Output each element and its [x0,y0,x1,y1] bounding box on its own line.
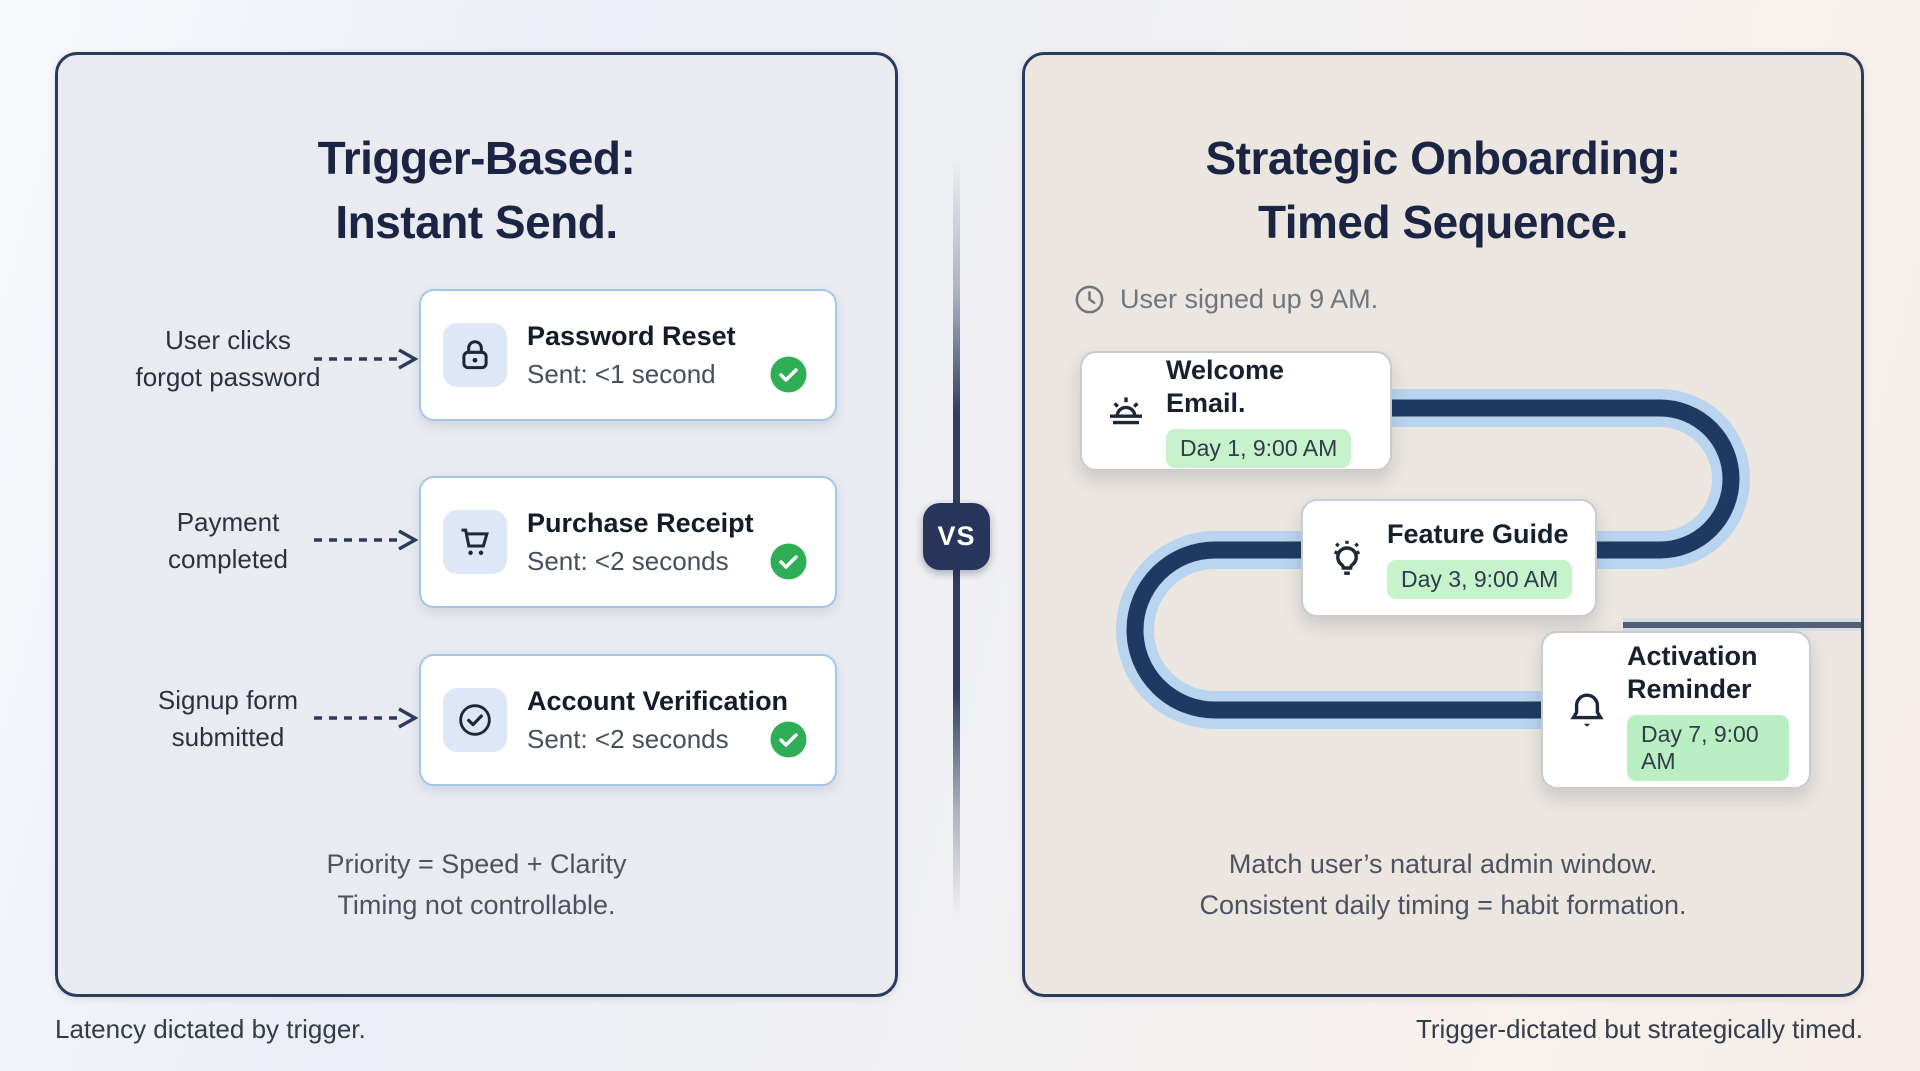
sent-time: Sent: <2 seconds [527,545,729,576]
trigger-based-panel: Trigger-Based: Instant Send. User clicks… [55,52,898,997]
signup-time-text: User signed up 9 AM. [1120,284,1379,314]
latency-caption: Latency dictated by trigger. [55,1014,366,1044]
step-title: Feature Guide [1387,518,1569,549]
day-badge: Day 7, 9:00 AM [1627,714,1789,781]
trigger-text-line1: Payment [176,507,280,537]
right-title-line1: Strategic Onboarding: [1205,131,1681,184]
sent-time: Sent: <2 seconds [527,723,729,754]
email-card-text: Account Verification Sent: <2 seconds [527,686,788,755]
success-check-icon [770,543,807,580]
email-card: Account Verification Sent: <2 seconds [419,654,837,786]
activation-reminder-card: Activation Reminder Day 7, 9:00 AM [1541,631,1811,789]
step-title: Welcome Email. [1166,355,1285,418]
trigger-text-line1: User clicks [165,325,291,355]
step-text: Feature Guide Day 3, 9:00 AM [1387,518,1573,599]
trigger-label: Payment completed [88,504,368,578]
bell-icon [1570,693,1604,727]
timing-note: Match user’s natural admin window. Consi… [1025,844,1861,926]
email-title: Purchase Receipt [527,507,754,538]
email-title: Account Verification [527,685,789,716]
lightbulb-icon [1333,540,1361,575]
email-title: Password Reset [527,320,736,351]
vs-badge: VS [923,503,990,570]
trigger-label: User clicks forgot password [88,322,368,396]
check-circle-icon [443,688,507,752]
timed-caption: Trigger-dictated but strategically timed… [1415,1014,1863,1044]
priority-note: Priority = Speed + Clarity Timing not co… [58,844,895,926]
success-check-icon [770,356,807,393]
path-fragment [1623,618,1861,631]
step-text: Activation Reminder Day 7, 9:00 AM [1627,640,1789,781]
sent-time: Sent: <1 second [527,358,716,389]
day-badge: Day 1, 9:00 AM [1166,429,1352,468]
left-panel-title: Trigger-Based: Instant Send. [58,126,895,254]
strategic-onboarding-panel: Strategic Onboarding: Timed Sequence. Us… [1022,52,1864,997]
feature-guide-card: Feature Guide Day 3, 9:00 AM [1301,499,1597,617]
left-title-line2: Instant Send. [335,195,618,248]
trigger-text-line2: submitted [171,722,285,752]
trigger-text-line1: Signup form [157,685,299,715]
signup-time-row: User signed up 9 AM. [1073,283,1378,316]
shopping-cart-icon [443,510,507,574]
email-card-text: Purchase Receipt Sent: <2 seconds [527,508,754,577]
note-line2: Consistent daily timing = habit formatio… [1199,890,1687,920]
email-card-text: Password Reset Sent: <1 second [527,321,736,390]
clock-icon [1075,285,1104,314]
note-line1: Match user’s natural admin window. [1228,849,1658,879]
lock-icon [443,323,507,387]
trigger-text-line2: completed [168,544,288,574]
right-title-line2: Timed Sequence. [1257,195,1629,248]
step-text: Welcome Email. Day 1, 9:00 AM [1166,354,1370,468]
sunrise-icon [1110,397,1142,425]
email-card: Purchase Receipt Sent: <2 seconds [419,476,837,608]
trigger-label: Signup form submitted [88,682,368,756]
note-line1: Priority = Speed + Clarity [326,849,627,879]
note-line2: Timing not controllable. [337,890,616,920]
step-title: Activation Reminder [1627,640,1758,704]
trigger-text-line2: forgot password [135,362,321,392]
dashed-arrow-icon [314,529,419,551]
vs-label: VS [937,521,976,551]
welcome-email-card: Welcome Email. Day 1, 9:00 AM [1080,351,1392,471]
success-check-icon [770,721,807,758]
dashed-arrow-icon [314,348,419,370]
email-card: Password Reset Sent: <1 second [419,289,837,421]
right-panel-title: Strategic Onboarding: Timed Sequence. [1025,126,1861,254]
day-badge: Day 3, 9:00 AM [1387,559,1573,599]
left-title-line1: Trigger-Based: [317,131,636,184]
dashed-arrow-icon [314,707,419,729]
